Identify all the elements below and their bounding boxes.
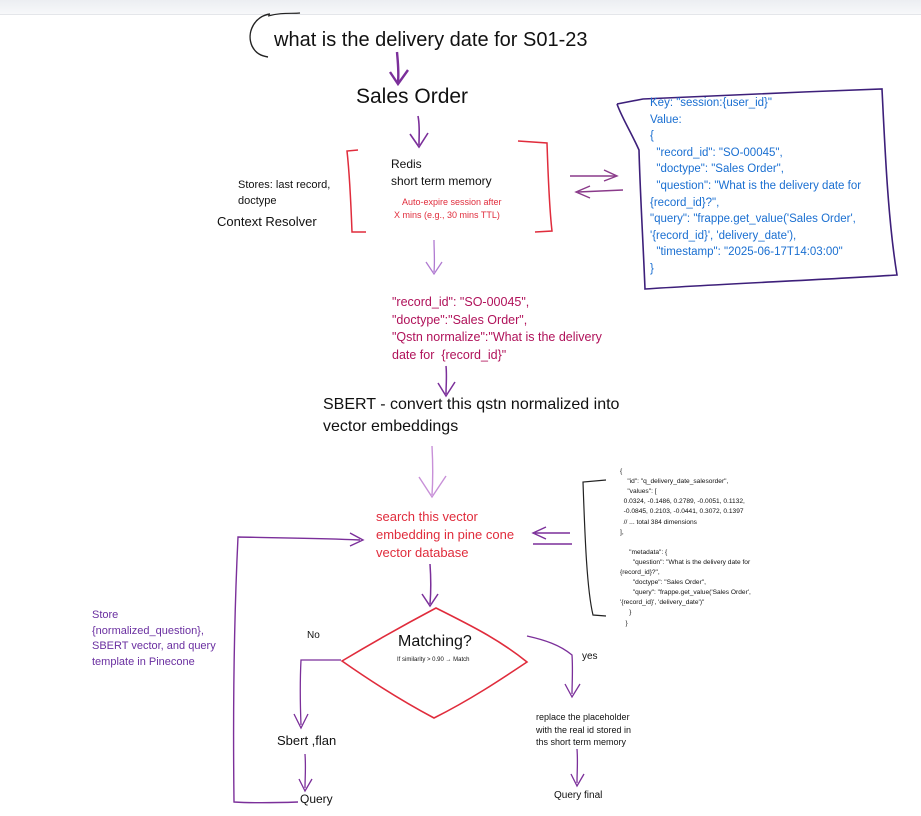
replace-note-line: with the real id stored in <box>536 724 632 735</box>
decision-threshold: If similarity > 0.90 → Match <box>397 657 470 663</box>
yes-branch-label: yes <box>582 651 598 662</box>
arrow-sbert-to-search <box>418 445 447 499</box>
session-box-line: } <box>650 263 654 275</box>
vector-box-line: "query": "frappe.get_value('Sales Order'… <box>620 589 751 597</box>
session-box-line: { <box>650 130 654 143</box>
store-note-line: Store <box>92 609 119 621</box>
no-branch-label: No <box>307 630 320 641</box>
session-box-border <box>616 88 898 290</box>
sbert-step-line1: SBERT - convert this qstn normalized int… <box>323 396 620 413</box>
ttl-note-line1: Auto-expire session after <box>402 197 502 207</box>
sbert-step-line2: vector embeddings <box>323 418 459 435</box>
session-box-line: Key: "session:{user_id}" <box>650 97 772 109</box>
search-step-line2: embedding in pine cone <box>376 527 515 542</box>
arrow-sbertflan-to-query <box>298 753 313 793</box>
session-box-line: '{record_id}', 'delivery_date'), <box>650 229 797 242</box>
vector-box-line: "values": [ <box>620 488 657 496</box>
normalized-line: date for {record_id}" <box>392 347 507 362</box>
vector-box-bracket <box>582 479 607 617</box>
stores-note-line2: doctype <box>238 195 277 207</box>
normalized-line: "record_id": "SO-00045", <box>392 295 530 309</box>
vector-box-line: ], <box>620 528 624 536</box>
feedback-loop-arrow <box>232 532 365 804</box>
arrow-yes-branch <box>526 635 581 699</box>
session-box-line: {record_id}?", <box>650 196 720 209</box>
session-box-line: "query": "frappe.get_value('Sales Order'… <box>650 213 856 226</box>
sbert-flan-label: Sbert ,flan <box>277 733 337 748</box>
vector-box-line: "metadata": { <box>620 548 668 556</box>
search-step-line1: search this vector <box>376 509 478 524</box>
arrows-redis-session <box>570 169 624 199</box>
arrows-search-vector <box>531 526 572 545</box>
store-note-line: SBERT vector, and query <box>92 640 216 653</box>
vector-box-line: "doctype": "Sales Order", <box>620 579 706 587</box>
vector-box-line: // ... total 384 dimensions <box>620 518 697 526</box>
stores-note-line1: Stores: last record, <box>238 179 331 191</box>
replace-note-line: replace the placeholder <box>536 712 630 722</box>
sales-order-label: Sales Order <box>356 85 469 108</box>
arrow-replace-to-queryfinal <box>570 748 585 788</box>
query-bracket-top <box>267 12 301 17</box>
normalized-line: "Qstn normalize":"What is the delivery <box>392 330 602 344</box>
window-top-bar <box>0 0 921 15</box>
vector-box-line: -0.0845, 0.2103, -0.0441, 0.3072, 0.1397 <box>620 508 744 516</box>
decision-diamond <box>340 607 529 719</box>
decision-label: Matching? <box>398 633 472 650</box>
store-note-line: template in Pinecone <box>92 656 195 669</box>
arrow-redis-to-normalized <box>425 239 443 276</box>
session-box-line: Value: <box>650 113 682 126</box>
vector-box-line: { <box>620 468 623 475</box>
redis-left-bracket <box>346 149 366 233</box>
redis-sublabel: short term memory <box>391 174 492 188</box>
vector-box-line: 0.0324, -0.1486, 0.2789, -0.0051, 0.1132… <box>620 498 745 506</box>
vector-box-line: } <box>620 609 632 617</box>
ttl-note-line2: X mins (e.g., 30 mins TTL) <box>394 210 500 220</box>
store-note-line: {normalized_question}, <box>92 624 204 637</box>
arrow-search-to-decision <box>421 563 439 608</box>
redis-label: Redis <box>391 157 422 171</box>
query-final-label: Query final <box>554 790 603 801</box>
search-step-line3: vector database <box>376 545 469 560</box>
session-box-line: "record_id": "SO-00045", <box>650 146 783 159</box>
session-box-line: "doctype": "Sales Order", <box>650 163 784 176</box>
vector-box-line: {record_id}?", <box>620 569 660 576</box>
vector-box-line: "id": "q_delivery_date_salesorder", <box>620 478 729 486</box>
vector-box-line: '{record_id}', 'delivery_date')" <box>620 599 705 607</box>
arrow-normalized-to-sbert <box>437 365 456 398</box>
vector-box-line: "question": "What is the delivery date f… <box>620 558 751 566</box>
query-label: Query <box>300 792 333 806</box>
redis-right-bracket <box>517 140 553 233</box>
query-bracket <box>249 13 271 58</box>
replace-note-line: ths short term memory <box>536 737 627 747</box>
user-query-text: what is the delivery date for S01-23 <box>274 29 588 51</box>
arrow-no-branch <box>293 659 341 730</box>
vector-box-line: } <box>620 619 628 627</box>
session-box-line: "timestamp": "2025-06-17T14:03:00" <box>650 246 843 259</box>
arrow-salesorder-to-redis <box>409 115 429 149</box>
context-resolver-label: Context Resolver <box>217 214 317 229</box>
normalized-line: "doctype":"Sales Order", <box>392 312 528 327</box>
session-box-line: "question": "What is the delivery date f… <box>650 180 862 192</box>
arrow-query-to-salesorder <box>389 51 409 87</box>
